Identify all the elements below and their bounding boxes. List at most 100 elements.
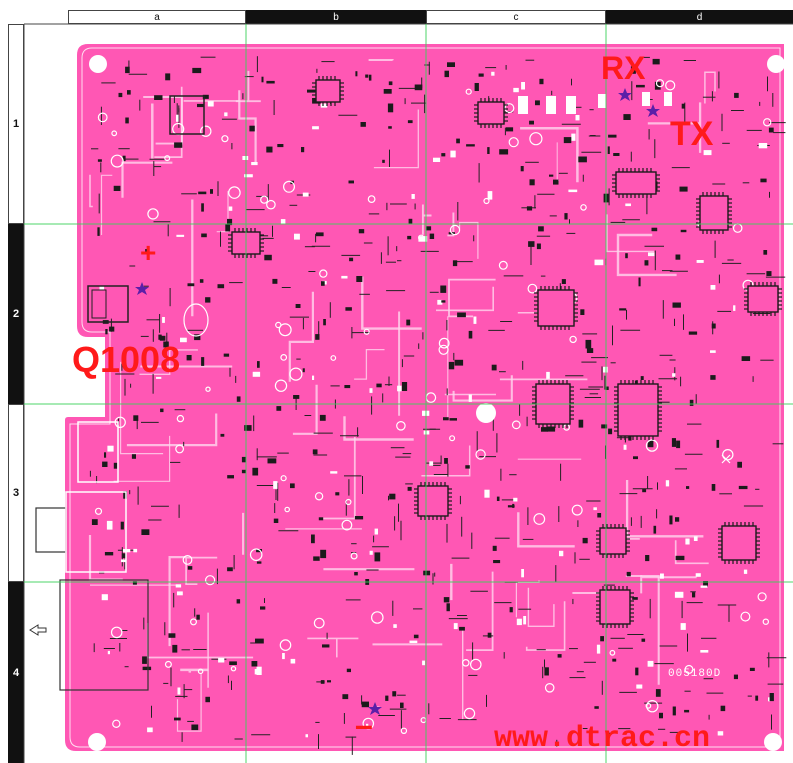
smd-part (539, 78, 544, 85)
trace (121, 161, 173, 198)
ic-package (537, 289, 575, 327)
smd-part (411, 194, 415, 199)
via (112, 719, 121, 729)
smd-part (261, 76, 264, 83)
smd-part (388, 126, 392, 129)
trace (320, 437, 356, 520)
smd-part (301, 147, 305, 153)
smd-part (177, 591, 183, 596)
trace (113, 435, 171, 482)
smd-part (672, 302, 681, 308)
smd-part (218, 658, 225, 663)
smd-part (441, 153, 446, 157)
circuit-traces (88, 56, 787, 755)
smd-part (264, 254, 272, 261)
column-label-b: b (246, 10, 426, 24)
smd-part (547, 426, 556, 432)
via (465, 88, 472, 95)
via (511, 420, 521, 430)
via (175, 444, 185, 454)
smd-part (492, 545, 497, 551)
pcb-part-code: 005180D (668, 668, 722, 680)
smd-part (738, 485, 748, 490)
smd-part (623, 444, 627, 450)
smd-part (630, 66, 636, 74)
smd-part (406, 319, 411, 326)
smd-part (645, 555, 650, 562)
row-label-2: 2 (8, 224, 24, 404)
via (330, 355, 337, 361)
via (249, 548, 263, 561)
smd-part (760, 178, 767, 183)
smd-part (634, 380, 638, 386)
ic-package (615, 171, 657, 195)
via (341, 519, 353, 531)
smd-part (720, 705, 726, 712)
smd-part (302, 192, 309, 197)
smd-part (355, 71, 358, 77)
smd-part (104, 552, 114, 556)
trace (606, 214, 655, 253)
smd-part (290, 483, 295, 489)
smd-part (605, 386, 609, 390)
smd-part (163, 341, 169, 348)
rx-probe-marker (618, 88, 632, 101)
smd-part (305, 734, 308, 738)
smd-part (635, 667, 639, 676)
smd-part (443, 417, 449, 421)
trace (647, 102, 702, 153)
smd-part (671, 438, 676, 447)
via (504, 103, 515, 114)
smd-part (97, 227, 100, 236)
smd-part (252, 371, 261, 377)
smd-part (575, 115, 580, 121)
smd-part (768, 697, 771, 702)
trace (459, 221, 479, 259)
smd-part (312, 449, 318, 455)
via (461, 658, 470, 667)
smd-part (553, 179, 559, 185)
ic-package (315, 79, 341, 103)
smd-part (174, 717, 181, 721)
rx-label: RX (601, 50, 646, 86)
via (655, 79, 665, 88)
mounting-hole (764, 733, 782, 751)
via (571, 504, 583, 516)
smd-part (733, 674, 738, 680)
smd-part (388, 81, 393, 86)
smd-part (647, 440, 654, 448)
smd-part (383, 89, 392, 94)
trace (235, 70, 261, 103)
smd-part (345, 307, 352, 311)
via (569, 335, 577, 344)
smd-part (160, 408, 164, 413)
trace (126, 413, 218, 447)
smd-part (280, 219, 286, 225)
x-mark (721, 454, 731, 464)
smd-part (199, 279, 204, 283)
smd-part (131, 454, 136, 459)
smd-part (737, 461, 742, 468)
ic-package (477, 101, 505, 125)
smd-part (681, 103, 685, 109)
smd-part (260, 606, 266, 610)
smd-part (382, 159, 385, 163)
smd-part (318, 517, 324, 521)
smd-part (454, 359, 464, 366)
trace (288, 291, 314, 382)
via (370, 611, 384, 624)
smd-part (559, 550, 564, 557)
smd-part (443, 597, 450, 603)
smd-part (516, 618, 522, 626)
website-watermark: www.dtrac.cn (494, 722, 711, 756)
smd-part (217, 284, 225, 289)
smd-part (225, 224, 231, 232)
smd-part (358, 229, 365, 234)
smd-part (254, 669, 260, 675)
smd-part (685, 538, 690, 545)
smd-part (201, 203, 204, 212)
jack-body (65, 491, 127, 573)
ic-package (617, 383, 659, 437)
via (544, 682, 555, 693)
smd-part (636, 84, 645, 88)
